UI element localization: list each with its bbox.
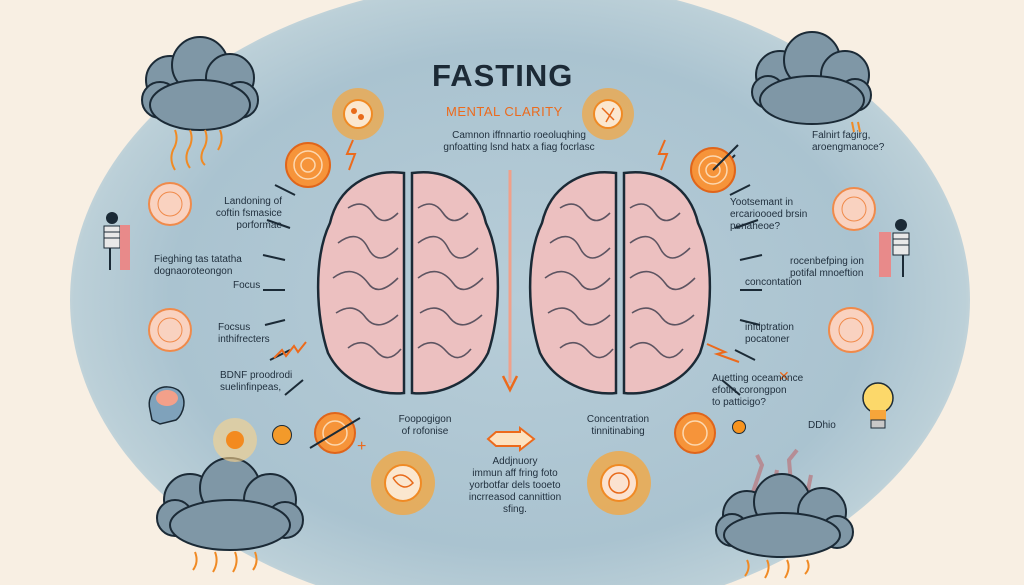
disc-icon xyxy=(828,307,874,353)
storm-cloud-icon xyxy=(141,36,259,171)
coin-icon xyxy=(272,425,292,445)
target-icon xyxy=(674,412,716,454)
label-yootsemont: Yootsemant in ercarioooed brsin penaheoe… xyxy=(730,197,808,232)
page-title: FASTING xyxy=(432,58,574,93)
down-arrow-icon xyxy=(501,170,519,393)
zigzag-icon xyxy=(273,341,307,359)
sun-icon xyxy=(587,451,651,515)
brain-left-illustration xyxy=(316,171,500,395)
label-bdnf: BDNF proodrodi suelinfinpeas, xyxy=(220,370,293,393)
target-icon xyxy=(309,412,361,454)
label-roconbefping: rocenbefping ion potifal mnoeftion xyxy=(790,256,864,279)
intro-text: Camnon iffnnartio roeoluqhing gnfoatting… xyxy=(443,130,595,153)
person-figure-icon xyxy=(103,212,130,270)
lightning-icon xyxy=(706,343,740,363)
lightning-icon xyxy=(657,139,669,171)
x-mark-icon: ✕ xyxy=(778,368,790,384)
sun-icon xyxy=(371,451,435,515)
storm-cloud-icon xyxy=(156,457,304,573)
label-auetting: Auetting oceamonce efotin corongpon to p… xyxy=(712,373,804,408)
brain-right-illustration xyxy=(528,171,712,395)
storm-cloud-icon xyxy=(751,31,872,133)
label-landoning: Landoning of coftin fsmasice porformae xyxy=(215,196,282,231)
label-focus: Focus xyxy=(233,280,261,291)
sun-icon xyxy=(213,418,257,462)
disc-icon xyxy=(148,308,192,352)
label-ddhio: DDhio xyxy=(808,420,836,431)
label-falnirt: Falnirt fagirg, aroengmanoce? xyxy=(812,130,885,153)
subtitle: MENTAL CLARITY xyxy=(446,104,563,119)
radiating-lines-left xyxy=(262,154,306,396)
disc-icon xyxy=(832,187,876,231)
sun-icon xyxy=(332,88,384,140)
person-figure-icon xyxy=(879,219,910,277)
label-infiptration: inftiptration pocatoner xyxy=(745,322,794,345)
bottom-center-text: Addjnuory immun aff fring foto yorbotfar… xyxy=(468,456,562,515)
lightning-icon xyxy=(345,139,357,171)
right-arrow-icon xyxy=(486,425,536,453)
sun-icon xyxy=(582,88,634,140)
label-concentration: Concentration tinnitinabing xyxy=(586,414,650,437)
disc-icon xyxy=(148,182,192,226)
label-focus-inhibitors: Focsus inthifrecters xyxy=(218,322,270,345)
plus-icon: + xyxy=(357,438,367,455)
target-icon xyxy=(690,144,739,193)
label-foopogon: Foopogigon of rofonise xyxy=(398,414,452,437)
label-concentation: concontation xyxy=(745,277,802,288)
target-icon xyxy=(285,142,331,188)
radiating-lines-right xyxy=(719,154,763,396)
head-brain-icon xyxy=(148,386,185,425)
dot-icon xyxy=(732,420,746,434)
storm-cloud-icon xyxy=(715,448,854,579)
lightbulb-icon xyxy=(862,382,894,429)
label-fieghing: Fieghing tas tatatha dognaoroteongon xyxy=(154,254,242,277)
